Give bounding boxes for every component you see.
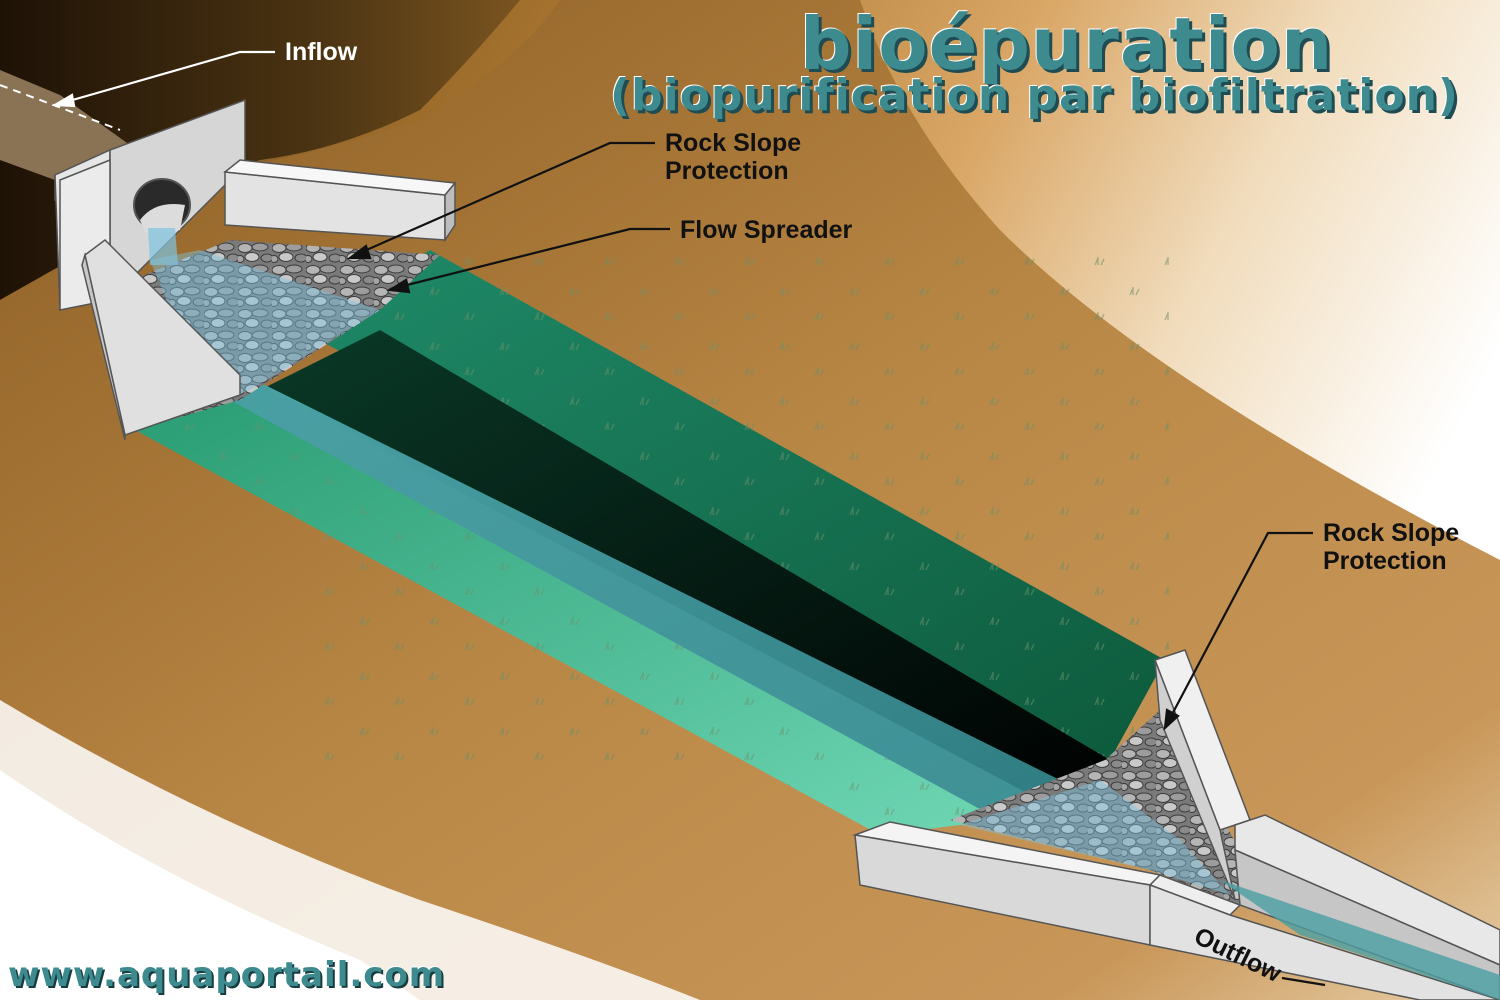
rock-slope-top-label-line2: Protection [665,157,789,185]
outflow-leader [1281,976,1326,987]
page-title: bioépuration [800,2,1334,86]
inflow-leader [51,50,275,108]
rock-slope-bottom-label-line1: Rock Slope [1323,519,1460,547]
rock-slope-top-label: Rock Slope Protection [665,129,801,185]
flow-spreader-leader [386,227,670,294]
flow-spreader-label: Flow Spreader [680,216,853,244]
rock-slope-bottom-label: Rock Slope Protection [1323,519,1459,575]
inflow-label: Inflow [285,38,358,66]
footer-url: www.aquaportail.com [8,955,446,995]
rock-slope-bottom-leader [1163,531,1313,731]
page-subtitle: (biopurification par biofiltration) [610,70,1460,121]
rock-slope-bottom-label-line2: Protection [1323,547,1447,575]
rock-slope-top-label-line1: Rock Slope [665,129,802,157]
rock-slope-top-leader [346,141,655,260]
